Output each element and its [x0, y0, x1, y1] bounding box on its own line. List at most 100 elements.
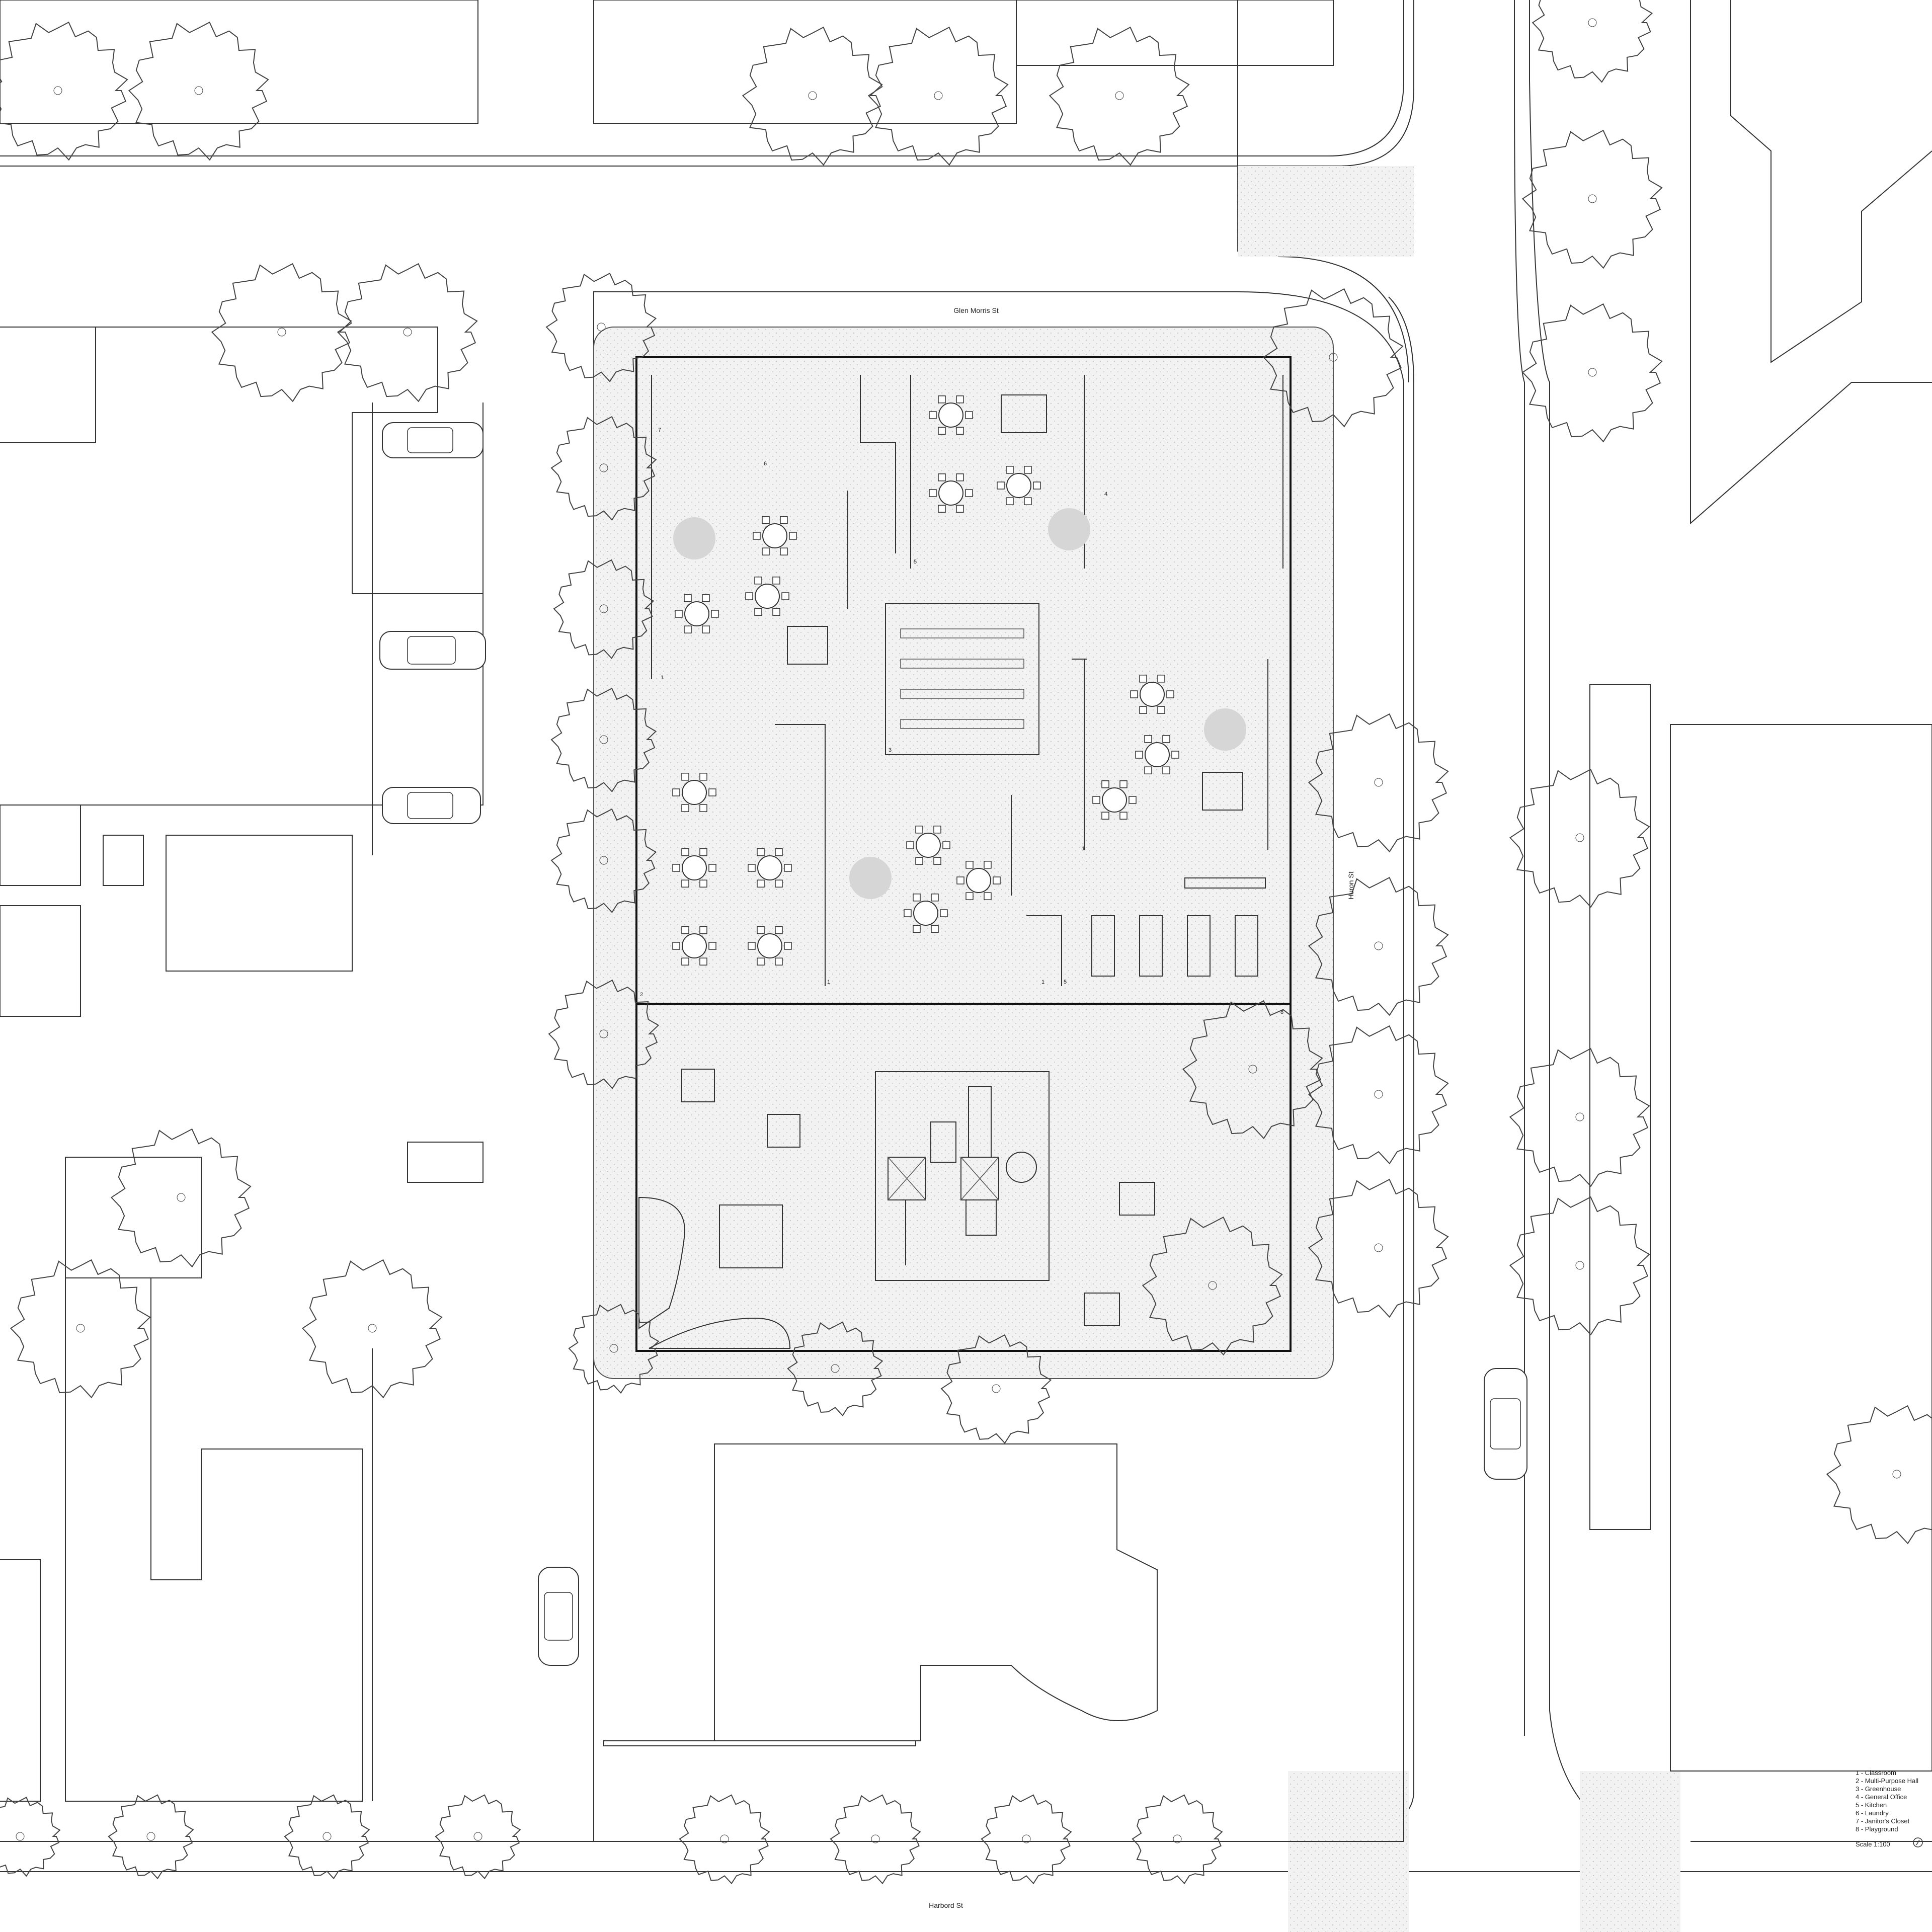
street-labels: Glen Morris St Huron St Harbord St	[929, 306, 1355, 1909]
round-table-icon	[1130, 675, 1174, 714]
tree-trunk-icon	[597, 323, 606, 332]
tree-icon	[1132, 1794, 1223, 1885]
tree-icon	[1308, 1178, 1449, 1318]
scale-label: Scale 1:100	[1856, 1840, 1890, 1848]
legend: 1 - Classroom 2 - Multi-Purpose Hall 3 -…	[1856, 1769, 1923, 1848]
round-table-icon	[997, 466, 1041, 505]
tree-trunk-icon	[194, 86, 203, 95]
tree-icon	[1826, 1405, 1932, 1545]
room-number: 1	[1041, 979, 1044, 985]
room-number: 4	[1104, 491, 1107, 497]
tree-icon	[110, 1128, 252, 1268]
tree-trunk-icon	[609, 1344, 618, 1353]
play-structure-area	[875, 1071, 1050, 1281]
tree-trunk-icon	[871, 1834, 880, 1843]
car-icon	[382, 787, 481, 824]
north-arrow-icon	[1913, 1837, 1923, 1847]
tree-icon	[1509, 1196, 1650, 1336]
trees	[0, 0, 1932, 1885]
tree-icon	[1308, 876, 1449, 1016]
round-table-icon	[672, 773, 716, 812]
school-building	[635, 356, 1292, 1352]
room-number: 1	[827, 979, 830, 985]
round-table-icon	[1092, 780, 1137, 820]
sidewalk-paving	[1238, 166, 1680, 1932]
tree-icon	[128, 21, 269, 161]
tree-icon	[284, 1794, 370, 1880]
room-number: 5	[914, 559, 917, 565]
round-table-icon	[929, 473, 973, 513]
tree-icon	[1262, 288, 1404, 428]
legend-item: 1 - Classroom	[1856, 1769, 1896, 1777]
tree-trunk-icon	[1575, 1261, 1584, 1270]
tree-trunk-icon	[808, 91, 817, 100]
tree-trunk-icon	[368, 1324, 377, 1333]
round-table-icon	[929, 395, 973, 435]
room-number: 3	[889, 747, 892, 753]
tree-trunk-icon	[992, 1384, 1001, 1393]
tree-icon	[548, 979, 660, 1089]
tree-trunk-icon	[177, 1193, 186, 1202]
round-table-icon	[675, 594, 719, 633]
tree-icon	[301, 1259, 443, 1399]
tree-icon	[1182, 1000, 1323, 1140]
tree-icon	[1308, 1025, 1449, 1165]
garden-bed	[638, 1196, 685, 1329]
bench	[681, 1069, 715, 1102]
tree-trunk-icon	[720, 1834, 729, 1843]
tree-icon	[550, 416, 657, 521]
round-table-icon	[748, 926, 792, 965]
room-number: 2	[640, 992, 643, 998]
tree-icon	[742, 26, 883, 166]
tree-trunk-icon	[76, 1324, 85, 1333]
room-number: 6	[764, 461, 767, 467]
tree-trunk-icon	[1022, 1834, 1031, 1843]
round-table-icon	[753, 516, 797, 555]
legend-item: 8 - Playground	[1856, 1825, 1898, 1833]
tree-icon	[1521, 129, 1663, 269]
tree-trunk-icon	[53, 86, 62, 95]
car-icon	[1484, 1368, 1527, 1480]
room-number: 7	[658, 427, 661, 433]
car-icon	[538, 1567, 579, 1666]
tree-icon	[10, 1259, 151, 1399]
tree-trunk-icon	[1892, 1470, 1901, 1479]
tree-icon	[1521, 303, 1663, 443]
tree-icon	[1509, 768, 1650, 908]
car-icon	[382, 422, 484, 458]
tree-trunk-icon	[599, 856, 608, 865]
room-number: 5	[1064, 979, 1067, 985]
tree-icon	[940, 1334, 1052, 1444]
tree-icon	[568, 1304, 660, 1394]
tree-trunk-icon	[831, 1364, 840, 1373]
street-label-south: Harbord St	[929, 1901, 963, 1909]
tree-trunk-icon	[146, 1832, 155, 1841]
tree-icon	[211, 263, 352, 403]
tree-trunk-icon	[1575, 1112, 1584, 1121]
room-number: 8	[1280, 1009, 1283, 1015]
round-table-icon	[672, 848, 716, 888]
bench	[1084, 1293, 1120, 1326]
tree-trunk-icon	[599, 1029, 608, 1038]
tree-trunk-icon	[1575, 833, 1584, 842]
street-label-east: Huron St	[1347, 871, 1355, 899]
round-tables	[672, 395, 1179, 965]
round-table-icon	[745, 577, 789, 616]
tree-trunk-icon	[1374, 778, 1383, 787]
site-boundary	[593, 291, 1404, 1842]
tree-trunk-icon	[1115, 91, 1124, 100]
tree-icon	[545, 272, 657, 382]
round-table-icon	[672, 926, 716, 965]
bench	[1119, 1182, 1155, 1216]
tree-trunk-icon	[599, 735, 608, 744]
legend-item: 2 - Multi-Purpose Hall	[1856, 1777, 1918, 1785]
tree-trunk-icon	[1248, 1065, 1257, 1074]
tree-icon	[0, 1797, 61, 1877]
legend-item: 7 - Janitor's Closet	[1856, 1817, 1910, 1825]
tree-icon	[435, 1794, 521, 1880]
tree-icon	[550, 808, 657, 913]
tree-icon	[679, 1794, 770, 1885]
legend-item: 4 - General Office	[1856, 1793, 1907, 1801]
garden-bed	[649, 1317, 791, 1349]
